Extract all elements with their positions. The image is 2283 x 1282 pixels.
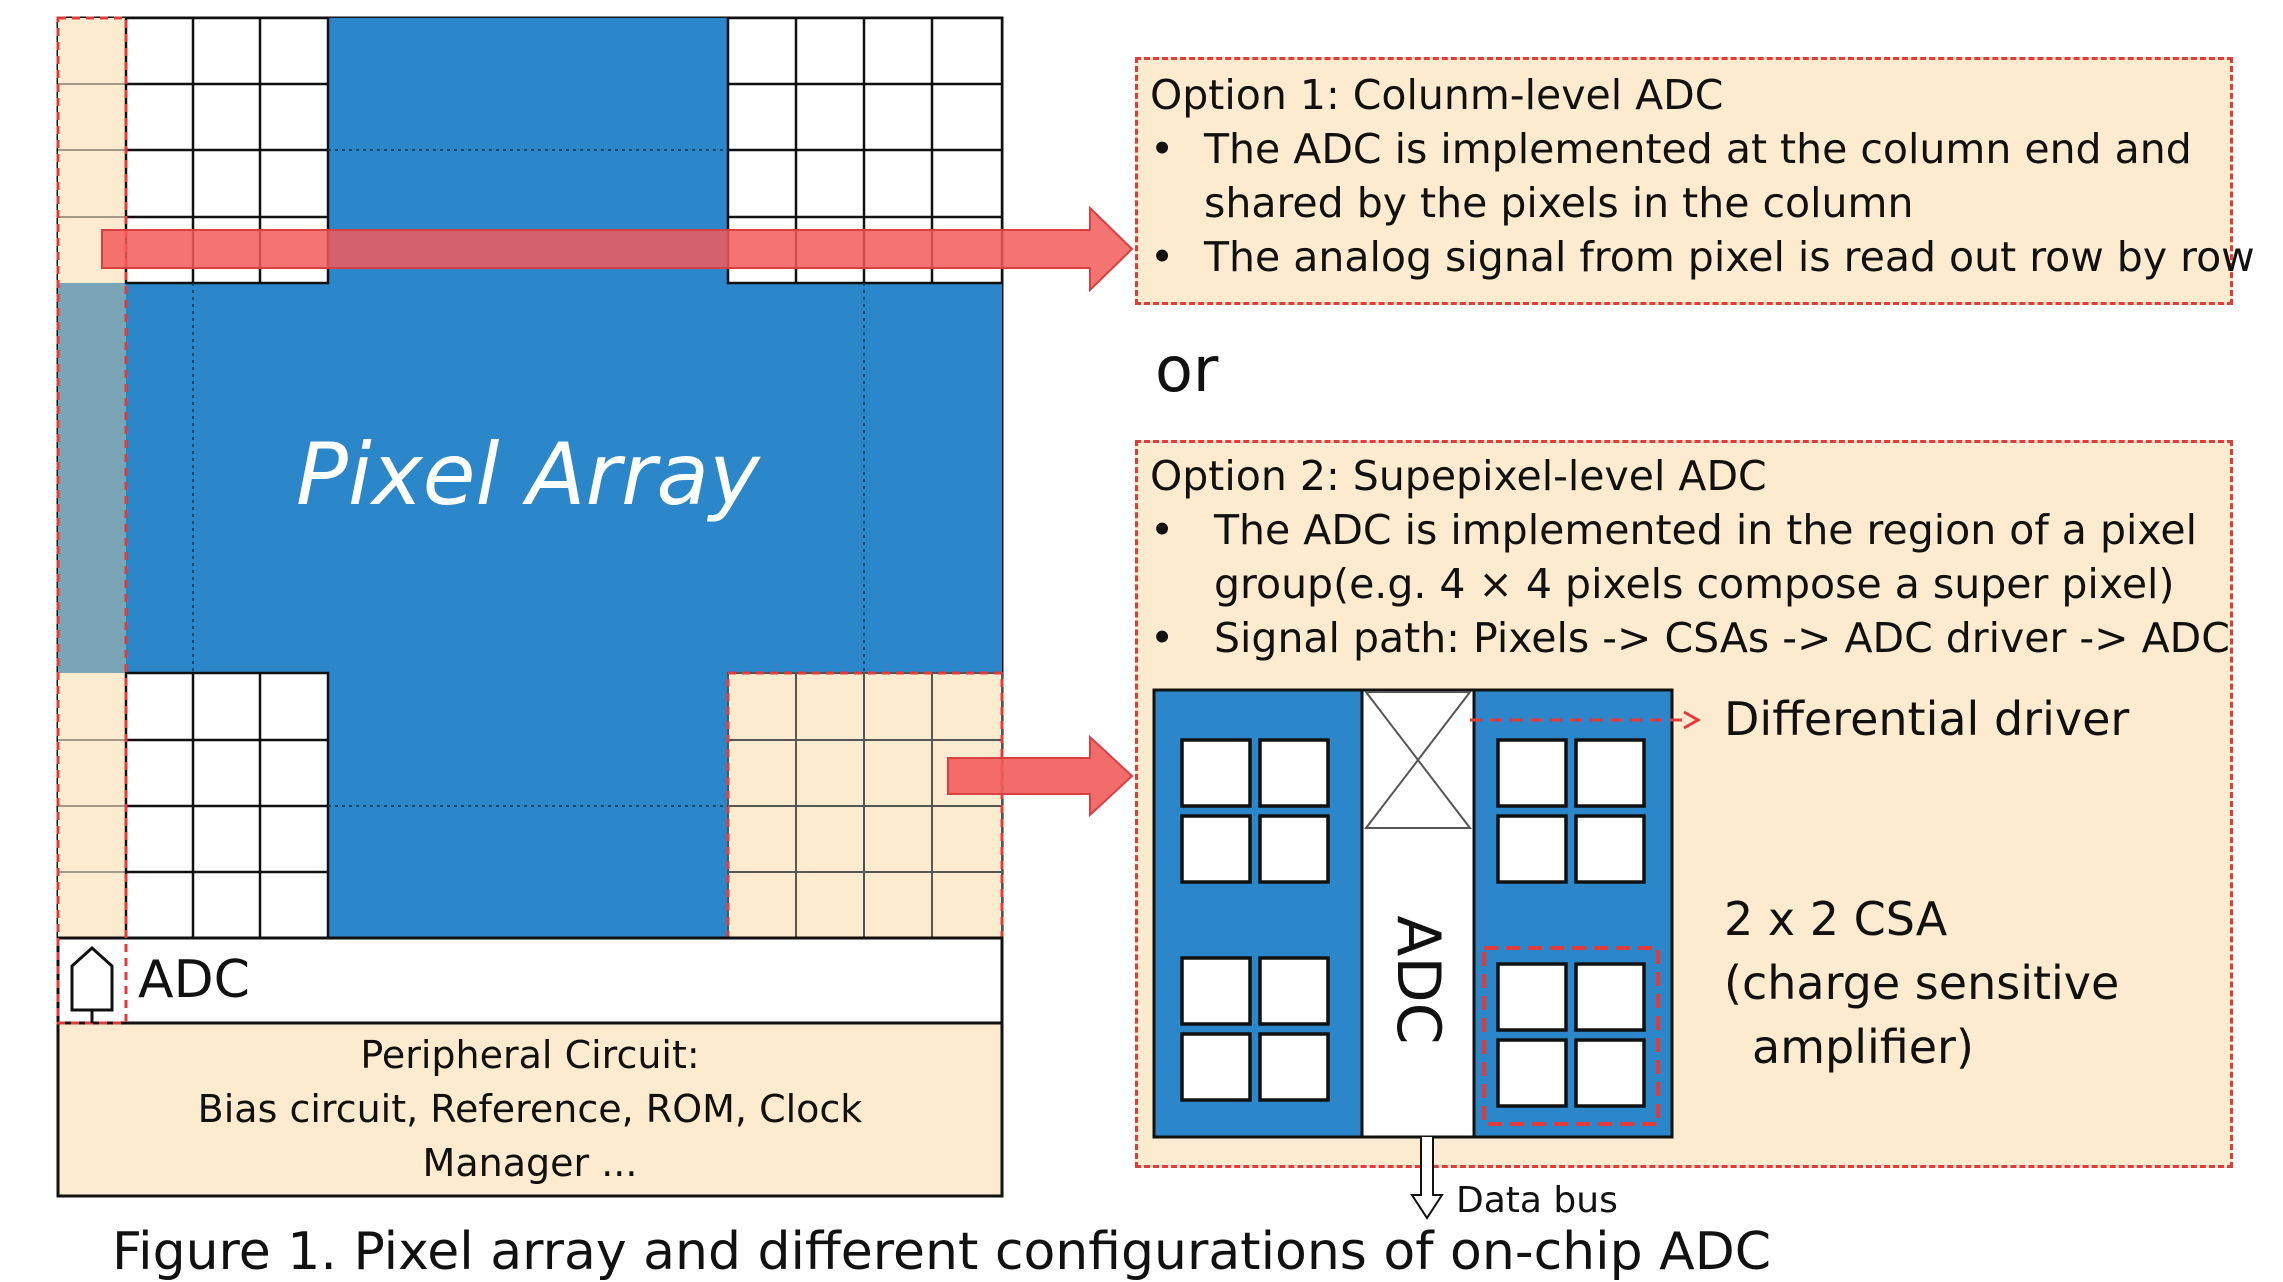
bullet-icon: • [1150,506,1175,554]
data-bus-label: Data bus [1456,1180,1618,1221]
differential-driver-label: Differential driver [1724,692,2130,746]
option2-bullet-1-text: The ADC is implemented in the region of … [1214,506,2197,554]
option1-bullet-1-cont: shared by the pixels in the column [1204,179,1914,227]
super-pixel-arrow [947,734,1134,818]
peripheral-text: Peripheral Circuit: Bias circuit, Refere… [58,1028,1002,1190]
option1-bullet-1-text: The ADC is implemented at the column end… [1204,125,2192,173]
figure-caption: Figure 1. Pixel array and different conf… [112,1222,1772,1282]
bullet-icon: • [1150,125,1175,173]
peripheral-line-2: Bias circuit, Reference, ROM, Clock [197,1087,863,1131]
peripheral-block [56,1021,1004,1198]
or-label: or [1155,333,1219,406]
pixel-grid-bottom-left [124,671,330,940]
csa-label-line-3: amplifier) [1752,1020,1974,1074]
csa-label-line-1: 2 x 2 CSA [1724,892,1948,946]
pixel-array-diagram [56,16,1134,1198]
super-pixel-adc-label: ADC [1383,915,1453,1045]
option1-box [1135,57,2233,305]
option1-bullet-2: • [1150,233,1174,281]
option2-bullet-2-text: Signal path: Pixels -> CSAs -> ADC drive… [1214,614,2230,662]
peripheral-line-1: Peripheral Circuit: [360,1033,700,1077]
adc-symbol-icon [70,945,114,1012]
peripheral-line-3: Manager ... [422,1141,638,1185]
bullet-icon: • [1150,233,1175,281]
option2-title: Option 2: Supepixel-level ADC [1150,452,1767,500]
column-strip-mid [58,283,126,673]
super-pixel-grid [727,672,1003,939]
option1-bullet-2-text: The analog signal from pixel is read out… [1204,233,2255,281]
option1-bullet-1: • [1150,125,1174,173]
adc-label: ADC [138,950,250,1010]
option2-bullet-1: • [1150,506,1174,554]
pixel-array-label: Pixel Array [296,425,760,525]
option1-title: Option 1: Colunm-level ADC [1150,71,1724,119]
csa-label-line-2: (charge sensitive [1724,956,2120,1010]
option2-bullet-2: • [1150,614,1174,662]
option2-bullet-1-cont: group(e.g. 4 × 4 pixels compose a super … [1214,560,2175,608]
row-readout-arrow [101,205,1134,293]
bullet-icon: • [1150,614,1175,662]
